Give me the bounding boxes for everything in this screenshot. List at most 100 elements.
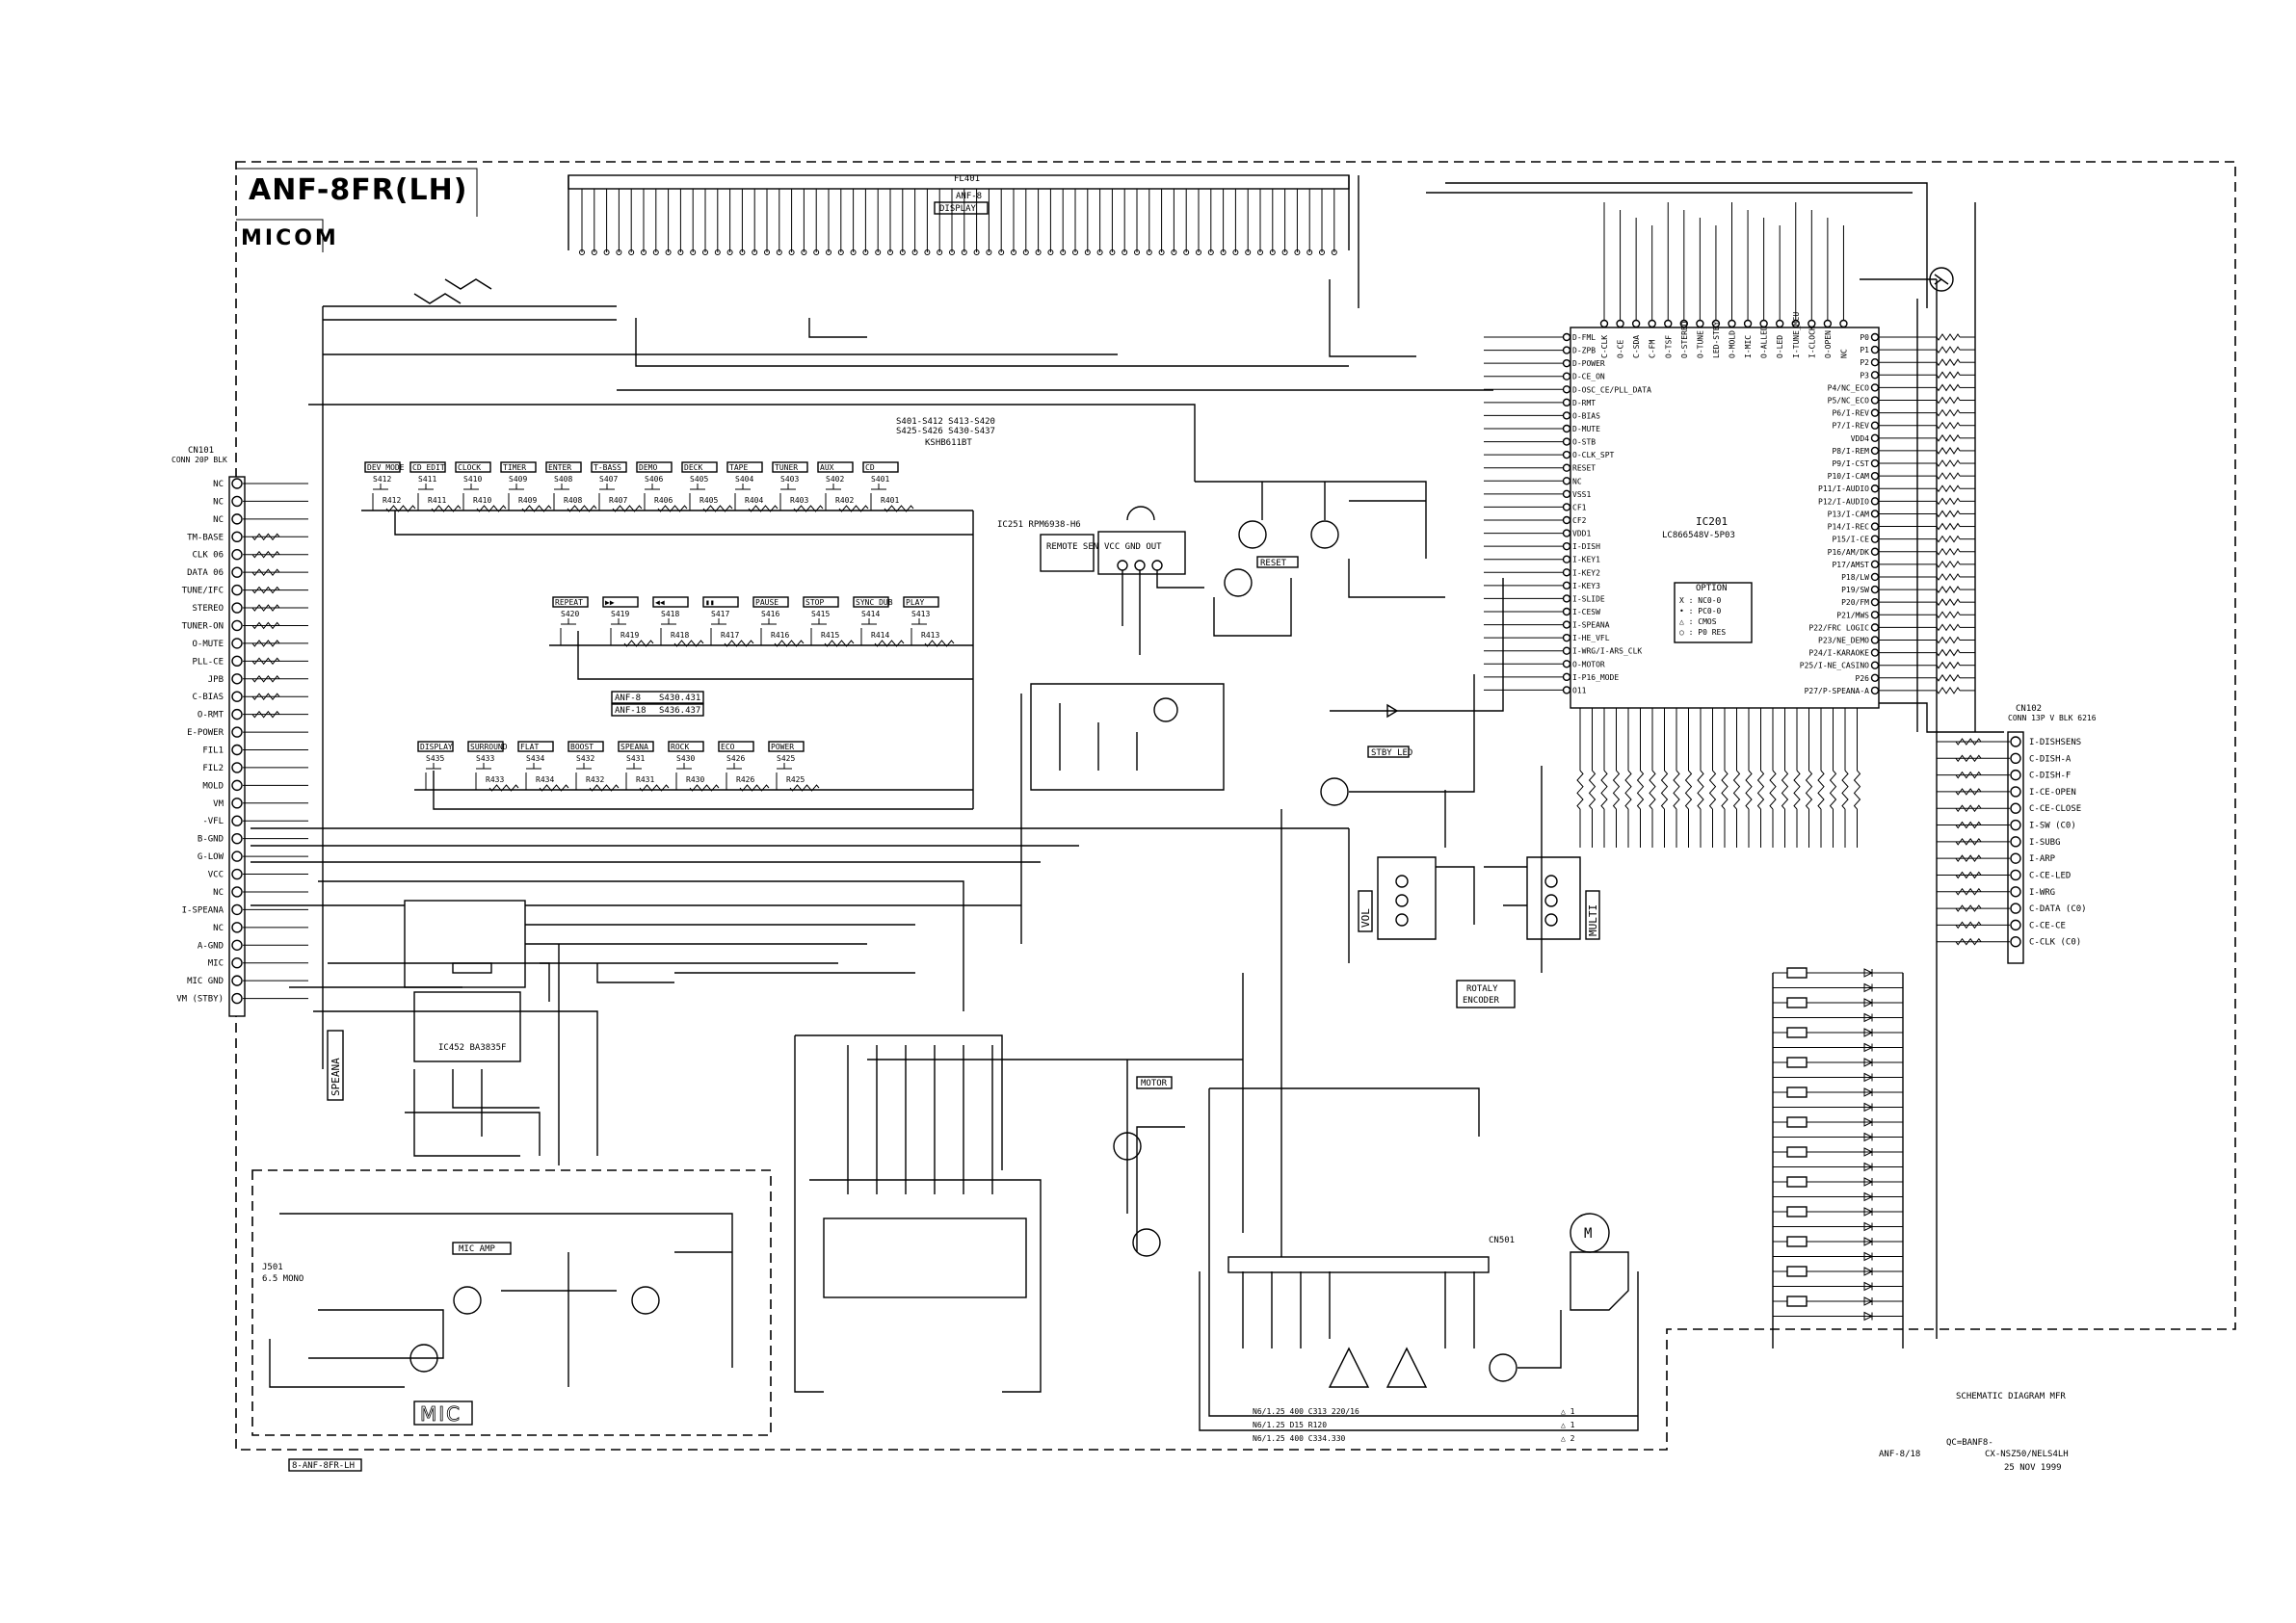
key-ref: S405 (690, 475, 708, 484)
ic201-top-pin: C-CLK (1600, 335, 1609, 358)
resistor (251, 568, 280, 576)
key-resistor: R402 (835, 496, 854, 505)
resistor (1955, 788, 1982, 796)
section-title: MICOM (241, 226, 339, 250)
cn102-pin (2010, 935, 2021, 948)
ic201-right-pin: P10/I-CAM (1828, 472, 1870, 481)
cn101-pin-label: I-SPEANA (182, 905, 224, 915)
cn101-pin (231, 495, 243, 508)
resistor (251, 657, 280, 666)
display-pin-pad (1134, 249, 1140, 255)
ic201-top-pin: C-FM (1649, 340, 1657, 358)
key-name: FLAT (520, 743, 539, 751)
left-lower-bus (289, 944, 674, 1165)
key-name: CD_EDIT (412, 463, 445, 472)
ic201-left-pin: I-WRG/I-ARS_CLK (1572, 647, 1642, 656)
model-name: ANF-8/18 (1879, 1450, 1920, 1459)
ic201-right-pin: P21/MWS (1836, 611, 1869, 619)
ic201-pin-pad (1870, 597, 1880, 607)
display-pin-pad (1022, 249, 1029, 255)
cn101-pin (231, 903, 243, 916)
note-1: N6/1.25 400 C313 220/16 (1253, 1407, 1359, 1416)
resistor (1732, 770, 1741, 810)
key-name: DECK (684, 463, 702, 472)
ic201-top-pin: O-TUNE (1696, 330, 1704, 358)
board-outline (235, 161, 2236, 1451)
display-pin-pad (1109, 249, 1116, 255)
display-pin-pad (862, 249, 869, 255)
ic201-pin-pad (1562, 633, 1571, 642)
variant-a: ANF-8 (615, 694, 641, 703)
key-name-box (726, 461, 763, 473)
ic201-right-pin: P14/I-REC (1828, 523, 1870, 532)
resistor (1673, 770, 1680, 810)
ic201-right-pin: P27/P-SPEANA-A (1805, 687, 1870, 695)
ic201-left-pin: I-KEY1 (1572, 556, 1600, 564)
resistor (251, 693, 280, 701)
key-name-box (618, 741, 654, 752)
key-switch (418, 484, 434, 490)
display-pin-pad (579, 249, 585, 255)
ic201-pin-pad (1562, 515, 1571, 525)
display-pin-pad (726, 249, 733, 255)
key-name-box (467, 741, 504, 752)
ic201-right-pin: P6/I-REV (1832, 409, 1869, 418)
display-pin-pad (1281, 249, 1288, 255)
key-name: POWER (771, 743, 794, 751)
resistor (1955, 738, 1982, 746)
ic201-pin-pad (1679, 319, 1689, 328)
ic201-pin-pad (1562, 372, 1571, 380)
note-2: N6/1.25 D15 R120 (1253, 1421, 1327, 1429)
diode-tag (1786, 1116, 1808, 1128)
resistor (1936, 522, 1961, 531)
ic201-pin-pad (1870, 345, 1880, 354)
key-ic: KSHB611BT (925, 438, 972, 448)
cn101-pin-label: TUNER-ON (182, 621, 224, 631)
cn101-pin-label: NC (213, 515, 224, 525)
note-3: N6/1.25 400 C334.330 (1253, 1434, 1346, 1443)
resistor (1576, 770, 1584, 810)
display-pin-pad (764, 249, 770, 255)
ic201-pin-pad (1870, 686, 1880, 695)
key-ref: S407 (599, 475, 618, 484)
cn101-pin (231, 957, 243, 969)
variant-b-keys: S436.437 (659, 706, 700, 716)
cn101-pin-label: G-LOW (198, 852, 224, 862)
key-ref: S403 (780, 475, 799, 484)
key-switch (426, 763, 441, 770)
cn101-pin-label: VM (213, 799, 224, 809)
ic201-pin-pad (1562, 686, 1571, 694)
resistor (1936, 346, 1961, 354)
cn101-pin (231, 655, 243, 668)
led-driver-block (794, 1034, 1042, 1393)
display-model: ANF-8 (956, 192, 982, 201)
ic201-top-pin: O-CE (1617, 340, 1625, 358)
ic201-right-pin: VDD4 (1851, 434, 1869, 443)
ic201-pin-pad (1562, 398, 1571, 407)
resistor (251, 674, 280, 683)
cn101-pin-label: PLL-CE (192, 657, 224, 667)
diode-tag (1786, 1296, 1808, 1307)
display-pin-pad (1096, 249, 1103, 255)
ic201-pin-pad (1870, 510, 1880, 518)
display-pin-pad (616, 249, 622, 255)
footer: 8-ANF-8FR-LH SCHEMATIC DIAGRAM MFR QC=BA… (288, 1392, 2069, 1473)
display-pin-pad (628, 249, 635, 255)
display-label: DISPLAY (939, 204, 977, 214)
resistor (1936, 573, 1961, 581)
rotary-label-1: ROTALY (1466, 984, 1498, 994)
key-ref: S426 (726, 754, 745, 763)
cn101-pin (231, 744, 243, 756)
cn102-pin (2010, 802, 2021, 814)
ic201-pin-pad (1562, 620, 1571, 629)
diode-array (1773, 967, 1903, 1322)
ic201-top-pin: C-SDA (1632, 335, 1641, 358)
ic201-pin-pad (1562, 346, 1571, 354)
cn102-pin-label: C-CE-CLOSE (2029, 804, 2081, 814)
key-resistor: R431 (636, 775, 654, 784)
key-name-box (768, 741, 805, 752)
key-name: DEV_MODE (367, 463, 405, 472)
cn101-pin (231, 798, 243, 809)
ic201-top-pin: O-STEREO (1680, 321, 1689, 358)
